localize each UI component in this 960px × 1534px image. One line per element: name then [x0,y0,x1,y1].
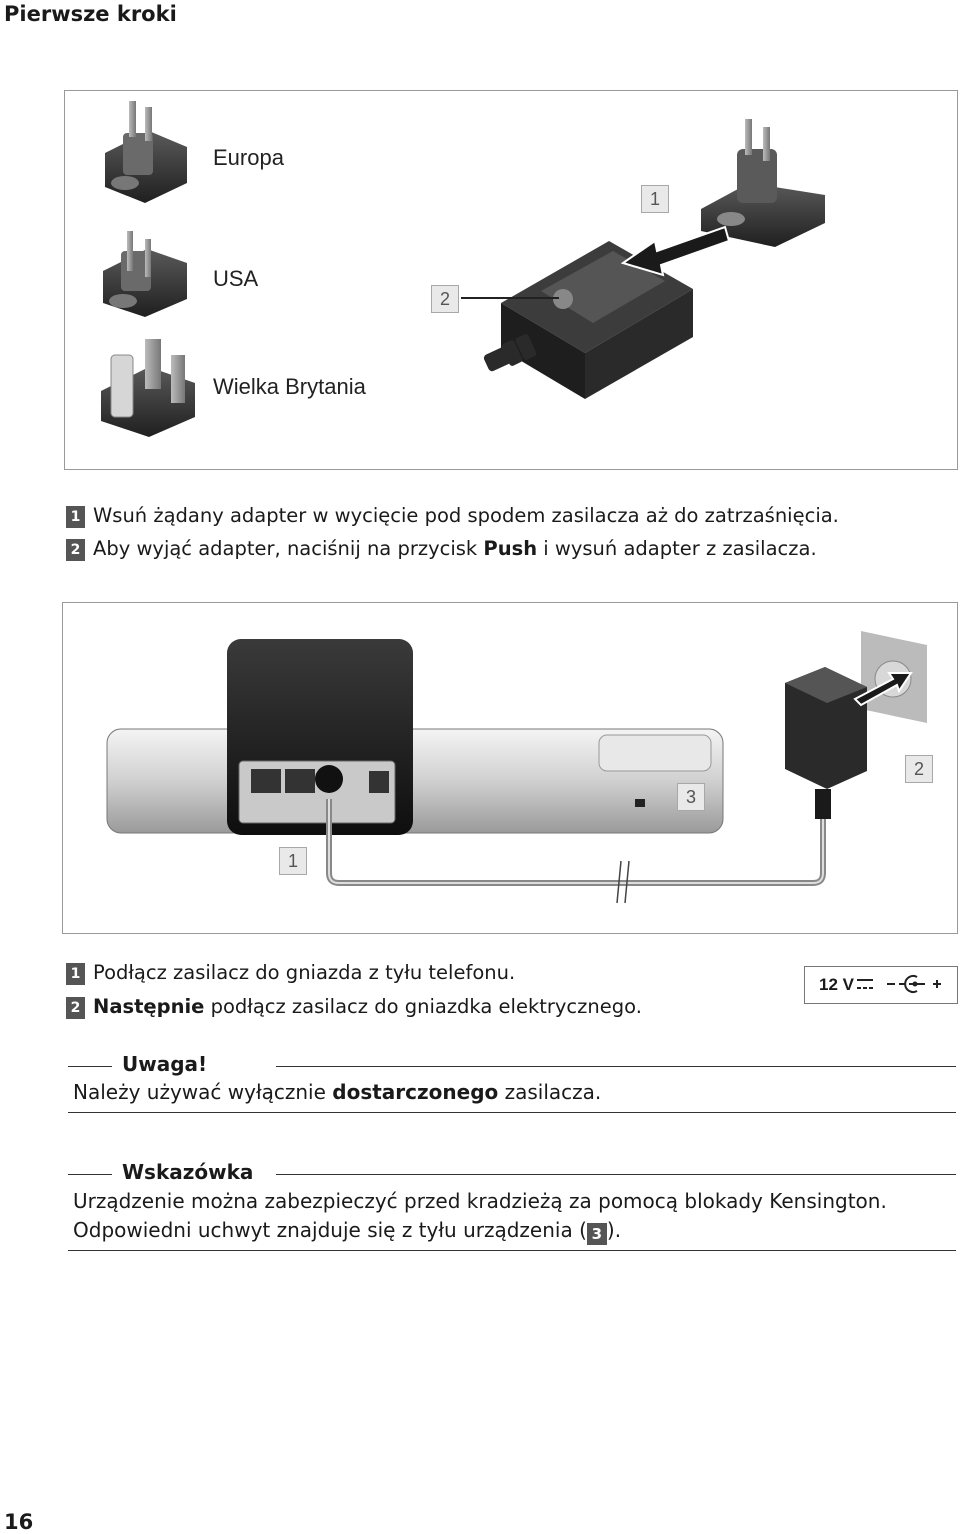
step-number: 3 [586,1223,607,1245]
voltage-label: 12 V [819,975,854,994]
step-text: Wsuń żądany adapter w wycięcie pod spode… [93,504,839,527]
europe-adapter-icon [105,101,187,203]
connection-illustration [106,631,927,904]
label-uk: Wielka Brytania [213,374,366,399]
callout-2: 2 [431,285,459,313]
step-number: 1 [66,963,85,985]
step-number: 1 [66,506,85,528]
step-text-bold: Następnie [93,995,205,1018]
step-text: Podłącz zasilacz do gniazda z tyłu telef… [93,961,516,984]
warning-bold: dostarczonego [332,1080,499,1104]
section-title: Pierwsze kroki [4,2,177,26]
step-text: i wysuń adapter z zasilacza. [537,537,817,560]
callout-1: 1 [641,185,669,213]
label-europe: Europa [213,145,284,170]
connection-figure: 1 2 3 [62,602,958,934]
power-adapter-icon [785,667,867,819]
step-text: podłącz zasilacz do gniazdka elektryczne… [204,995,642,1018]
adapter-insert-icon [701,119,825,247]
phone-base-icon [106,639,724,835]
uk-adapter-icon [101,339,195,437]
adapter-figure: Europa USA Wielka Brytania 1 2 [64,90,958,470]
step-1-connect-phone: 1 Podłącz zasilacz do gniazda z tyłu tele… [66,961,515,985]
tip-text-line2: Odpowiedni uchwyt znajduje się z tyłu ur… [73,1218,622,1245]
page-number: 16 [4,1510,34,1534]
callout-1: 1 [279,847,307,875]
step-text: Aby wyjąć adapter, naciśnij na przycisk [93,537,484,560]
step-1-insert-adapter: 1 Wsuń żądany adapter w wycięcie pod spod… [66,504,839,528]
step-number: 2 [66,539,85,561]
adapter-illustration [101,101,825,437]
step-2-connect-outlet: 2 Następnie podłącz zasilacz do gniazdka … [66,995,642,1019]
tip-text-line1: Urządzenie można zabezpieczyć przed krad… [73,1189,887,1213]
polarity-icon [857,975,941,993]
push-button-label: Push [483,537,538,560]
warning-title: Uwaga! [122,1052,208,1076]
usa-adapter-icon [103,231,187,317]
plug-arrow-icon [853,672,913,707]
label-usa: USA [213,266,259,291]
step-number: 2 [66,997,85,1019]
callout-2: 2 [905,755,933,783]
voltage-symbol: 12 V [804,966,958,1004]
tip-title: Wskazówka [122,1160,254,1184]
insert-arrow-icon [620,225,731,277]
callout-3: 3 [677,783,705,811]
warning-text: Należy używać wyłącznie dostarczonego za… [73,1080,602,1104]
step-2-remove-adapter: 2 Aby wyjąć adapter, naciśnij na przycisk… [66,537,817,561]
